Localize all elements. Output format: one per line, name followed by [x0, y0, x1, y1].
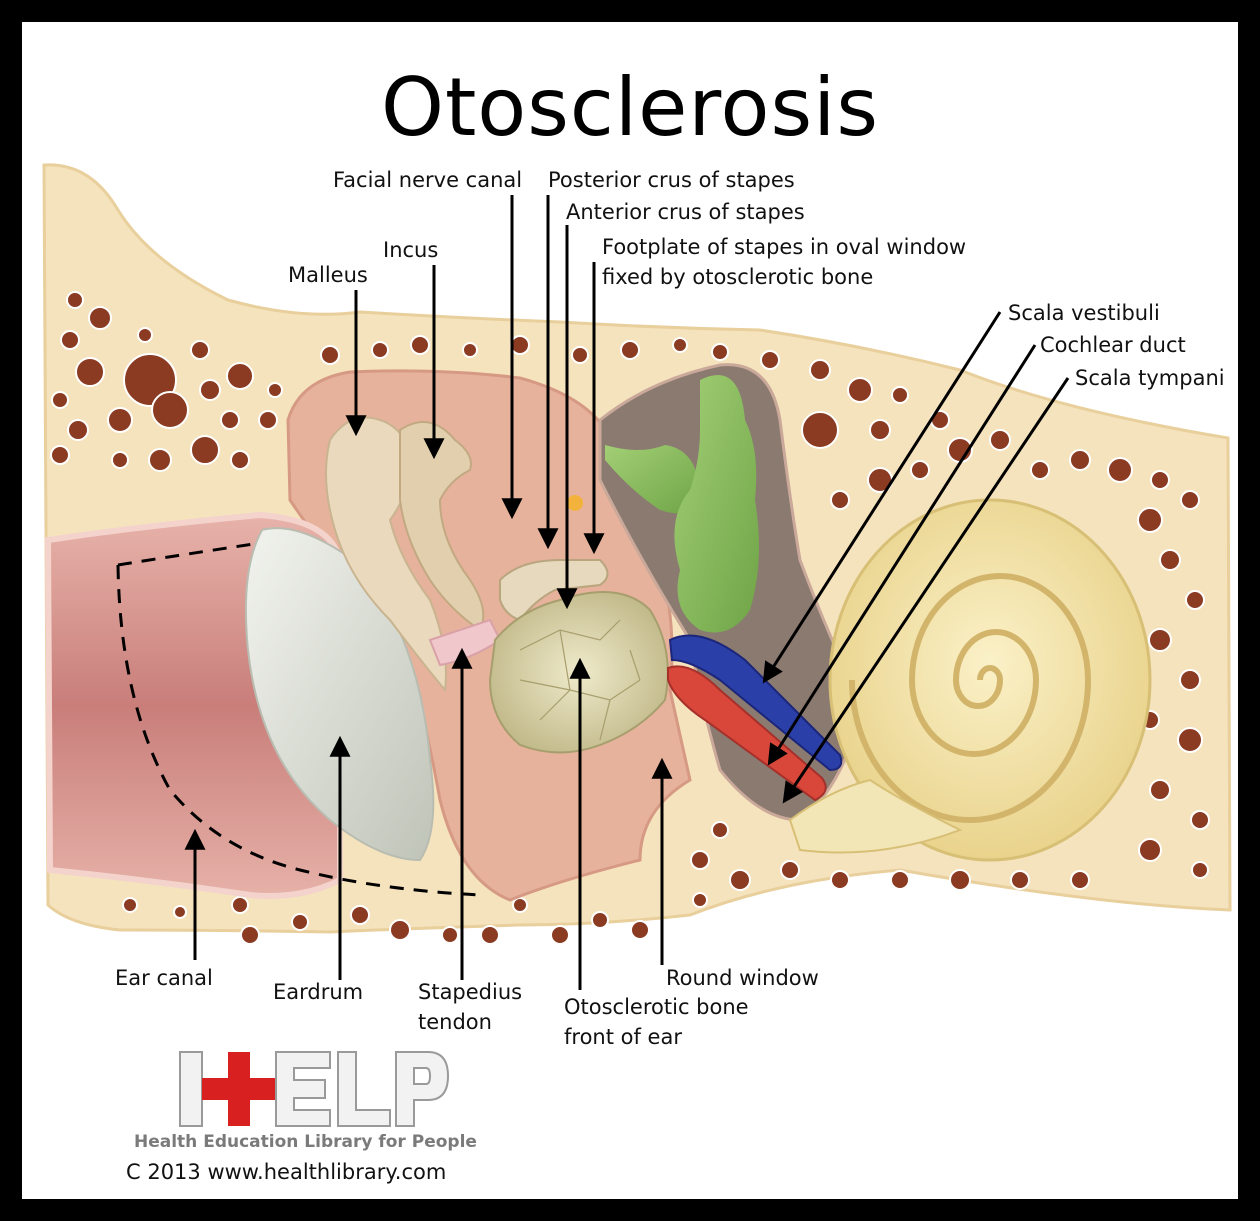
- scala-vestibuli-tube: [668, 634, 843, 772]
- label-otosclerotic-line1: Otosclerotic bone: [564, 995, 749, 1019]
- facial-nerve: [567, 495, 584, 511]
- label-stapedius-line1: Stapedius: [418, 980, 523, 1004]
- cochlea: [828, 498, 1152, 862]
- otosclerotic-texture: [519, 619, 641, 741]
- bone-pores: [50, 291, 1210, 945]
- logo-letter-l: [337, 1051, 391, 1127]
- logo-tagline: Health Education Library for People: [134, 1132, 477, 1152]
- label-facial-nerve-canal: Facial nerve canal: [333, 168, 523, 192]
- logo-cross-horizontal: [202, 1078, 276, 1100]
- label-posterior-crus: Posterior crus of stapes: [548, 168, 795, 192]
- logo-letter-p: [395, 1051, 450, 1127]
- logo-letter-e: [275, 1051, 331, 1127]
- label-scala-tympani: Scala tympani: [1075, 366, 1225, 390]
- help-logo: [179, 1051, 450, 1127]
- diagram-canvas: Otosclerosis Facial nerve canal Posterio…: [22, 22, 1238, 1199]
- semicircular-canals: [674, 375, 759, 633]
- cochlea-spiral: [849, 573, 1092, 823]
- label-ear-canal: Ear canal: [115, 966, 213, 990]
- cochlea-base: [788, 778, 963, 854]
- vestibule: [605, 445, 700, 514]
- label-malleus: Malleus: [288, 263, 368, 287]
- ear-anatomy-illustration: [42, 163, 1232, 1127]
- label-round-window: Round window: [666, 966, 819, 990]
- logo-letter-h-left: [179, 1051, 203, 1127]
- label-stapedius-line2: tendon: [418, 1010, 492, 1034]
- ear-canal-outline: [116, 538, 481, 897]
- scala-tympani-tube: [667, 665, 827, 802]
- label-footplate-line2: fixed by otosclerotic bone: [602, 265, 874, 289]
- label-cochlear-duct: Cochlear duct: [1040, 333, 1186, 357]
- copyright-text: C 2013 www.healthlibrary.com: [126, 1160, 447, 1184]
- label-footplate-line1: Footplate of stapes in oval window: [602, 235, 967, 259]
- label-eardrum: Eardrum: [273, 980, 364, 1004]
- label-scala-vestibuli: Scala vestibuli: [1008, 301, 1160, 325]
- label-otosclerotic-line2: front of ear: [564, 1025, 682, 1049]
- label-incus: Incus: [383, 238, 439, 262]
- incus-shape: [399, 421, 485, 632]
- page-title: Otosclerosis: [380, 61, 880, 154]
- label-anterior-crus: Anterior crus of stapes: [566, 200, 805, 224]
- stapes-shape: [499, 559, 609, 622]
- leader-lines: [184, 195, 1070, 990]
